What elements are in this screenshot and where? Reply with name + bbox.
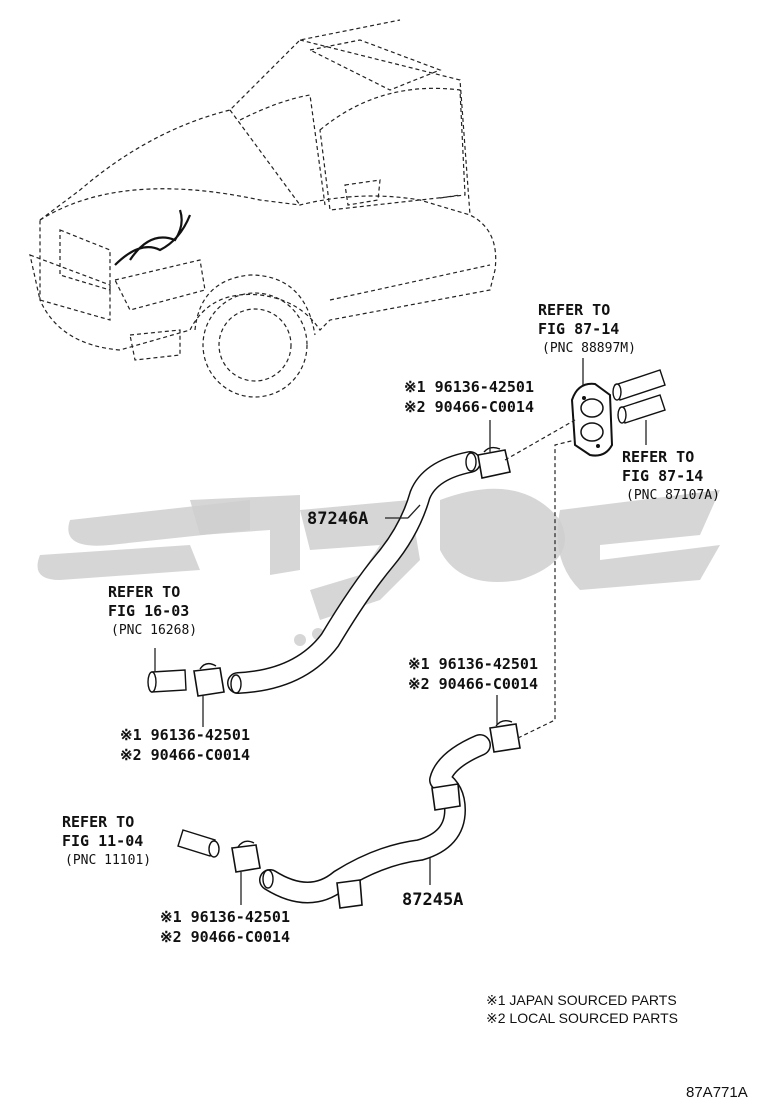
- heater-pipes: [612, 369, 666, 424]
- svg-text:FIG 87-14: FIG 87-14: [538, 320, 619, 338]
- lower-heater-hose: [259, 734, 491, 904]
- pipe-stub-left: [147, 648, 187, 693]
- connection-lines: [504, 419, 576, 739]
- svg-text:(PNC 88897M): (PNC 88897M): [542, 341, 636, 356]
- svg-text:(PNC 16268): (PNC 16268): [111, 623, 197, 638]
- svg-text:REFER TO: REFER TO: [622, 448, 694, 466]
- ref-fig-11-04[interactable]: REFER TO FIG 11-04 (PNC 11101): [62, 813, 151, 868]
- hose-clamp-mid-right: [336, 719, 521, 909]
- vehicle-sketch: [29, 19, 497, 398]
- clamp-pn-upper-right[interactable]: ※1 96136-42501 ※2 90466-C0014: [404, 378, 534, 416]
- svg-text:FIG 16-03: FIG 16-03: [108, 602, 189, 620]
- clamp-pn-left[interactable]: ※1 96136-42501 ※2 90466-C0014: [120, 726, 250, 764]
- svg-text:※1 96136-42501: ※1 96136-42501: [408, 655, 538, 673]
- svg-text:※1 96136-42501: ※1 96136-42501: [160, 908, 290, 926]
- svg-text:※2 90466-C0014: ※2 90466-C0014: [404, 398, 534, 416]
- legend-item-japan: ※1 JAPAN SOURCED PARTS: [486, 992, 677, 1008]
- hose-clamp-lower-left: [231, 840, 261, 873]
- svg-text:REFER TO: REFER TO: [108, 583, 180, 601]
- legend-item-local: ※2 LOCAL SOURCED PARTS: [486, 1010, 678, 1026]
- leader-lines: [202, 358, 647, 905]
- svg-text:※1 96136-42501: ※1 96136-42501: [120, 726, 250, 744]
- svg-text:※2 90466-C0014: ※2 90466-C0014: [160, 928, 290, 946]
- svg-text:※2 90466-C0014: ※2 90466-C0014: [408, 675, 538, 693]
- hose-clamp-left: [193, 662, 225, 697]
- pipe-stub-engine: [177, 829, 220, 858]
- svg-text:FIG 11-04: FIG 11-04: [62, 832, 143, 850]
- grommet-plate: [570, 382, 614, 457]
- part-label-87245a[interactable]: 87245A: [402, 890, 463, 910]
- svg-text:※2 90466-C0014: ※2 90466-C0014: [120, 746, 250, 764]
- legend: ※1 JAPAN SOURCED PARTS ※2 LOCAL SOURCED …: [486, 992, 678, 1026]
- clamp-pn-lower-left[interactable]: ※1 96136-42501 ※2 90466-C0014: [160, 908, 290, 946]
- svg-text:(PNC 11101): (PNC 11101): [65, 853, 151, 868]
- ref-fig-16-03[interactable]: REFER TO FIG 16-03 (PNC 16268): [108, 583, 197, 638]
- clamp-pn-mid-right[interactable]: ※1 96136-42501 ※2 90466-C0014: [408, 655, 538, 693]
- hose-clamp-upper-right: [477, 446, 511, 479]
- ref-fig-87-14-a[interactable]: REFER TO FIG 87-14 (PNC 88897M): [538, 301, 636, 356]
- svg-text:(PNC 87107A): (PNC 87107A): [626, 488, 720, 503]
- upper-heater-hose: [227, 451, 481, 694]
- ref-fig-87-14-b[interactable]: REFER TO FIG 87-14 (PNC 87107A): [622, 448, 720, 503]
- part-label-87246a[interactable]: 87246A: [307, 509, 368, 529]
- watermark-logo: [37, 488, 720, 646]
- svg-text:REFER TO: REFER TO: [538, 301, 610, 319]
- svg-text:FIG 87-14: FIG 87-14: [622, 467, 703, 485]
- svg-text:※1 96136-42501: ※1 96136-42501: [404, 378, 534, 396]
- svg-text:REFER TO: REFER TO: [62, 813, 134, 831]
- diagram-code: 87A771A: [686, 1084, 748, 1101]
